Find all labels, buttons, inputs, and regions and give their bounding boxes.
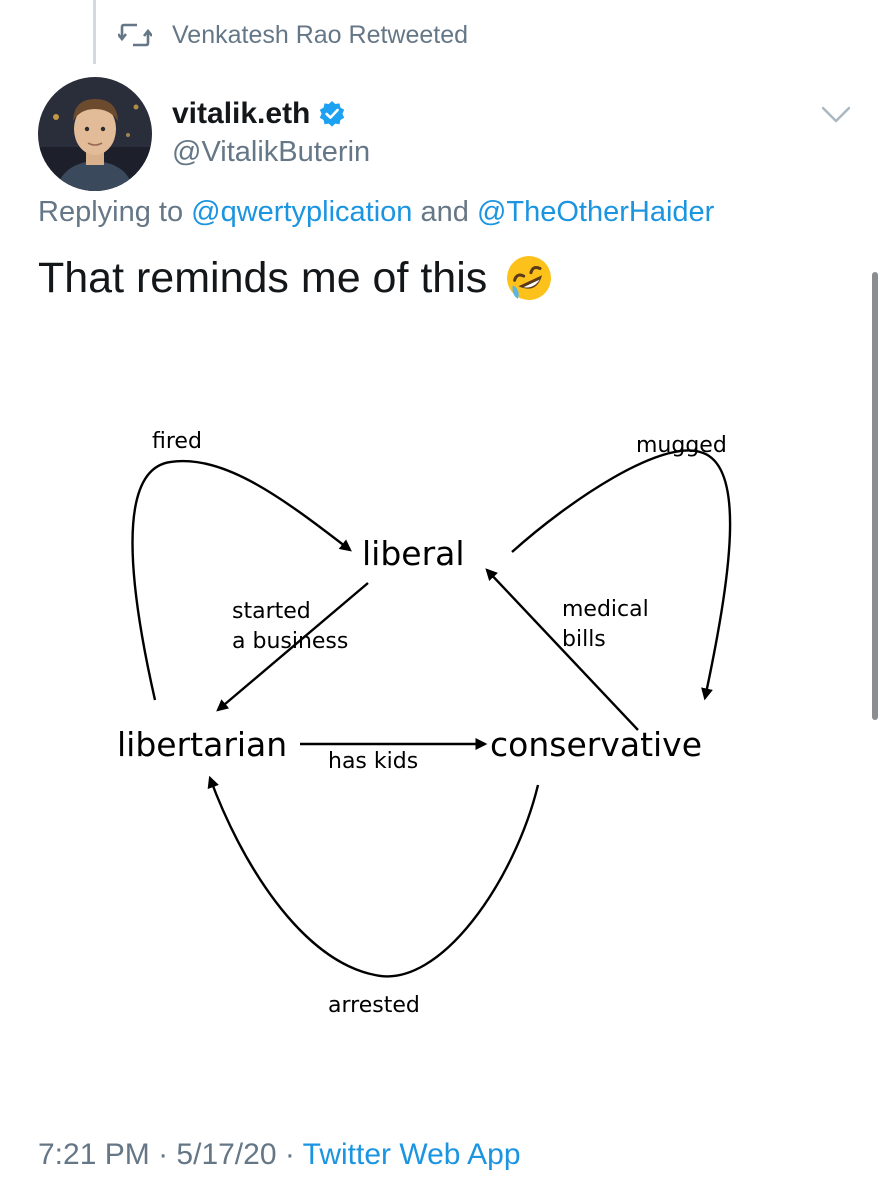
edge-label-mugged: mugged	[636, 433, 727, 458]
author-display-name[interactable]: vitalik.eth	[172, 97, 311, 130]
tweet-text: That reminds me of this	[38, 253, 488, 302]
tweet-date[interactable]: 5/17/20	[176, 1138, 277, 1171]
meta-separator: ·	[158, 1138, 169, 1171]
retweet-context[interactable]: Venkatesh Rao Retweeted	[118, 18, 468, 52]
verified-badge-icon	[320, 101, 345, 127]
tweet-source-link[interactable]: Twitter Web App	[302, 1138, 521, 1171]
edge-label-has-kids: has kids	[328, 749, 418, 774]
edge-label-fired: fired	[152, 429, 202, 454]
node-conservative: conservative	[490, 725, 702, 764]
author-name-row[interactable]: vitalik.eth	[172, 94, 346, 134]
edge-label-started: started	[232, 599, 311, 624]
avatar-image	[38, 77, 152, 191]
edge-mugged	[511, 449, 732, 701]
replying-to-line: Replying to @qwertyplication and @TheOth…	[38, 196, 714, 229]
retweet-icon	[118, 23, 152, 47]
tweet-body: That reminds me of this	[38, 252, 555, 304]
tweet-meta: 7:21 PM · 5/17/20 · Twitter Web App	[38, 1138, 521, 1172]
replying-to-conjunction: and	[420, 196, 469, 228]
edge-arrested	[207, 775, 540, 978]
tweet-time[interactable]: 7:21 PM	[38, 1138, 150, 1171]
political-cycle-diagram: liberal libertarian conservative fired m…	[117, 429, 732, 1018]
avatar[interactable]	[38, 77, 152, 191]
mention-link-theotherhaider[interactable]: @TheOtherHaider	[476, 196, 715, 228]
scrollbar[interactable]	[872, 272, 878, 720]
chevron-down-icon[interactable]	[820, 104, 852, 126]
node-libertarian: libertarian	[117, 725, 287, 764]
thread-connector-line	[93, 0, 96, 64]
retweet-label: Venkatesh Rao Retweeted	[172, 20, 469, 49]
edge-label-arrested: arrested	[328, 993, 420, 1018]
mention-link-qwertyplication[interactable]: @qwertyplication	[191, 196, 413, 228]
edge-label-bills: bills	[562, 627, 606, 652]
edge-label-a-business: a business	[232, 629, 348, 654]
replying-to-prefix: Replying to	[38, 196, 184, 228]
meta-separator: ·	[284, 1138, 295, 1171]
edge-label-medical: medical	[562, 597, 649, 622]
edge-medical-bills	[485, 568, 639, 731]
edge-started-a-business	[216, 582, 369, 712]
node-liberal: liberal	[362, 534, 465, 573]
edge-fired	[131, 459, 352, 701]
rolling-on-floor-laughing-emoji-icon	[507, 256, 552, 300]
author-handle[interactable]: @VitalikButerin	[172, 136, 371, 168]
